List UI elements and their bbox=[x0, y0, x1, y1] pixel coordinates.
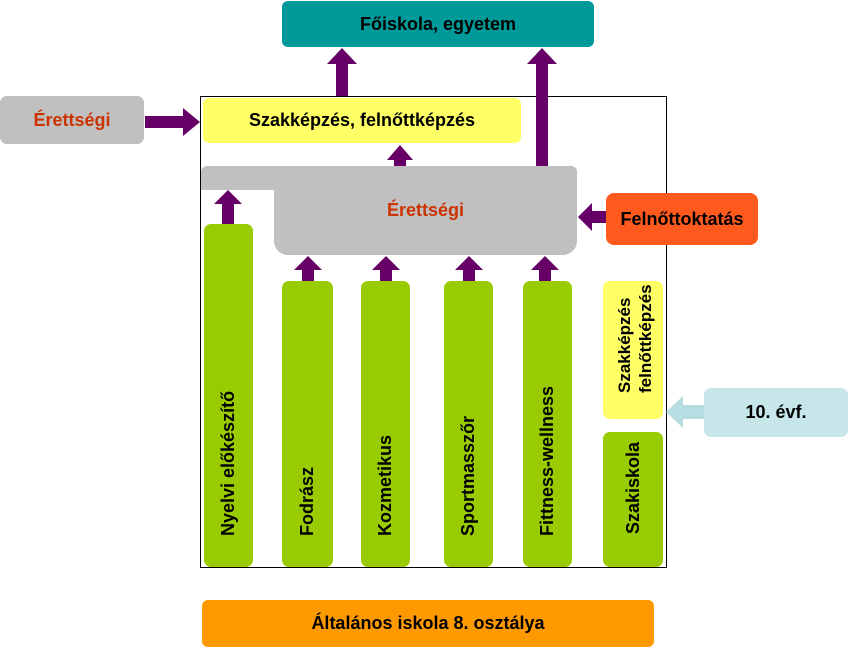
arrow-up-fodrasz bbox=[294, 256, 322, 281]
arrow-erettsegi-left bbox=[145, 108, 200, 136]
erettsegi-center-label: Érettségi bbox=[386, 200, 465, 220]
arrow-up-to-university-right bbox=[527, 48, 557, 166]
general-school-box: Általános iskola 8. osztálya bbox=[202, 600, 654, 647]
arrow-up-nyelvi bbox=[214, 190, 242, 224]
university-label: Főiskola, egyetem bbox=[359, 13, 517, 34]
arrow-up-sportmasszor bbox=[455, 256, 483, 281]
szakkepzes-top-label: Szakképzés, felnőttképzés bbox=[248, 110, 476, 130]
evf10-label: 10. évf. bbox=[745, 402, 807, 422]
side-szakiskola-box: Szakiskola bbox=[603, 432, 663, 567]
column-fittness-wellness: Fittness-wellness bbox=[523, 281, 572, 567]
szakkepzes-top-box: Szakképzés, felnőttképzés bbox=[203, 98, 521, 143]
column-nyelvi-elokeszito: Nyelvi előkészítő bbox=[204, 224, 253, 567]
arrow-up-fittness bbox=[531, 256, 559, 281]
erettsegi-center-box: Érettségi bbox=[274, 166, 577, 255]
column-fodrasz: Fodrász bbox=[282, 281, 333, 567]
column-sportmasszor: Sportmasszőr bbox=[444, 281, 493, 567]
evf10-box: 10. évf. bbox=[704, 388, 848, 437]
arrow-evf10 bbox=[666, 396, 704, 428]
school-frame bbox=[200, 96, 667, 568]
arrow-felnottoktatas bbox=[578, 203, 606, 231]
erettsegi-left-box: Érettségi bbox=[0, 96, 144, 144]
felnottoktatas-box: Felnőttoktatás bbox=[606, 193, 758, 245]
arrow-up-to-szakkepzes bbox=[387, 145, 413, 166]
felnottoktatas-label: Felnőttoktatás bbox=[620, 208, 744, 229]
arrow-up-kozmetikus bbox=[372, 256, 400, 281]
general-school-label: Általános iskola 8. osztálya bbox=[311, 613, 545, 633]
column-kozmetikus: Kozmetikus bbox=[361, 281, 410, 567]
arrow-up-to-university-left bbox=[327, 48, 357, 96]
side-szakkepzes-box: Szakképzés felnőttképzés bbox=[603, 281, 663, 419]
university-box: Főiskola, egyetem bbox=[282, 1, 594, 47]
erettsegi-left-label: Érettségi bbox=[33, 109, 111, 130]
